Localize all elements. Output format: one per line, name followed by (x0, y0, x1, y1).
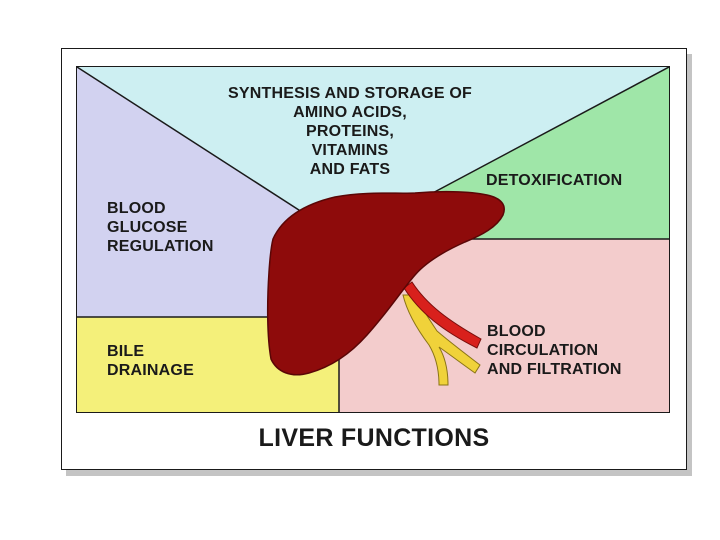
artery-shape (403, 281, 482, 349)
detoxification-label: DETOXIFICATION (486, 171, 622, 190)
liver-shape (266, 190, 505, 376)
synthesis-line: PROTEINS, (305, 123, 395, 140)
circulation-line: CIRCULATION (487, 342, 599, 359)
bile-duct-shape (402, 294, 481, 386)
bile-line: BILE (107, 343, 145, 360)
synthesis-line: VITAMINS (311, 142, 389, 159)
liver-diagram: SYNTHESIS AND STORAGE OF AMINO ACIDS, PR… (76, 66, 670, 413)
circulation-line: AND FILTRATION (487, 361, 622, 378)
detoxification-line: DETOXIFICATION (486, 172, 623, 189)
glucose-line: GLUCOSE (107, 219, 188, 236)
glucose-line: REGULATION (107, 238, 214, 255)
synthesis-panel (77, 67, 669, 212)
glucose-line: BLOOD (107, 200, 166, 217)
bile-drainage-label: BILE DRAINAGE (107, 342, 194, 380)
glucose-panel (77, 67, 302, 317)
bile-line: DRAINAGE (107, 362, 194, 379)
glucose-regulation-label: BLOOD GLUCOSE REGULATION (107, 199, 214, 256)
synthesis-line: AND FATS (309, 161, 391, 178)
diagram-canvas (77, 67, 669, 412)
circulation-line: BLOOD (487, 323, 546, 340)
figure-frame: SYNTHESIS AND STORAGE OF AMINO ACIDS, PR… (61, 48, 687, 470)
blood-circulation-label: BLOOD CIRCULATION AND FILTRATION (487, 322, 622, 379)
circulation-panel (339, 239, 669, 412)
figure-title: LIVER FUNCTIONS (258, 424, 490, 452)
synthesis-label: SYNTHESIS AND STORAGE OF AMINO ACIDS, PR… (195, 84, 505, 179)
synthesis-line: AMINO ACIDS, (293, 104, 407, 121)
synthesis-line: SYNTHESIS AND STORAGE OF (228, 85, 472, 102)
